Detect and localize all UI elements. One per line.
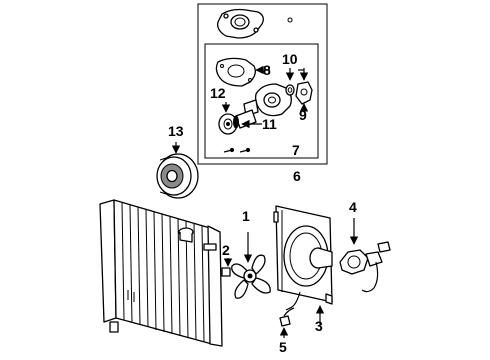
fan-motor-4 bbox=[339, 241, 391, 293]
callout-6: 6 bbox=[293, 168, 301, 184]
callout-5: 5 bbox=[279, 339, 287, 355]
callout-11: 11 bbox=[262, 116, 277, 132]
callout-13: 13 bbox=[168, 123, 184, 139]
callout-3: 3 bbox=[315, 318, 323, 334]
pump-cover bbox=[217, 8, 264, 39]
callout-12: 12 bbox=[210, 85, 226, 101]
cooling-fan-1 bbox=[231, 254, 271, 299]
callout-10: 10 bbox=[282, 51, 298, 67]
callout-2: 2 bbox=[222, 242, 230, 258]
assembly-box-7 bbox=[204, 43, 319, 159]
callout-9: 9 bbox=[299, 107, 307, 123]
connector-5 bbox=[279, 307, 295, 327]
gasket-8 bbox=[215, 57, 256, 87]
fan-shroud-3 bbox=[273, 205, 333, 311]
crank-pulley-13 bbox=[156, 153, 199, 199]
pulley-seat-12 bbox=[218, 113, 238, 135]
radiator bbox=[99, 199, 223, 347]
seal-10 bbox=[285, 84, 295, 96]
shaft-bearing-11 bbox=[233, 109, 257, 129]
assembly-box-6 bbox=[197, 3, 328, 165]
callout-4: 4 bbox=[349, 199, 357, 215]
callout-1: 1 bbox=[242, 208, 250, 224]
callout-7: 7 bbox=[292, 142, 300, 158]
bolts bbox=[223, 147, 251, 153]
callout-8: 8 bbox=[263, 62, 271, 78]
housing-9 bbox=[295, 81, 313, 105]
drain-cock-2 bbox=[221, 267, 231, 277]
plug-bolt bbox=[287, 17, 293, 23]
